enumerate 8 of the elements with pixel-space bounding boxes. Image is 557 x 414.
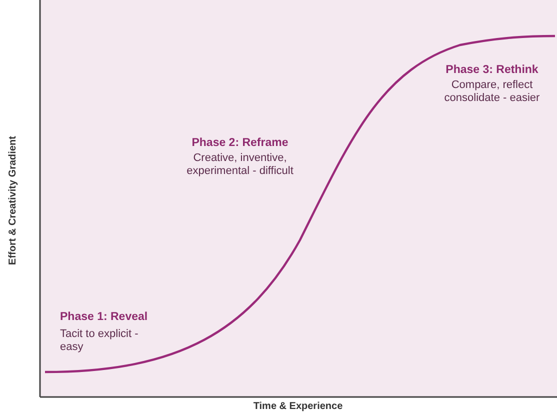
phase-description: Creative, inventive, experimental - difficult <box>186 152 294 178</box>
phase-heading: Phase 3: Rethink <box>444 64 540 77</box>
axis-title: Effort & Creativity Gradient <box>6 135 20 267</box>
axis-title: Time & Experience <box>252 400 344 413</box>
phase-description: Tacit to explicit - easy <box>60 328 140 354</box>
phase-heading: Phase 2: Reframe <box>190 137 290 150</box>
phase-description: Compare, reflect consolidate - easier <box>443 79 541 105</box>
phase-heading: Phase 1: Reveal <box>60 311 149 324</box>
